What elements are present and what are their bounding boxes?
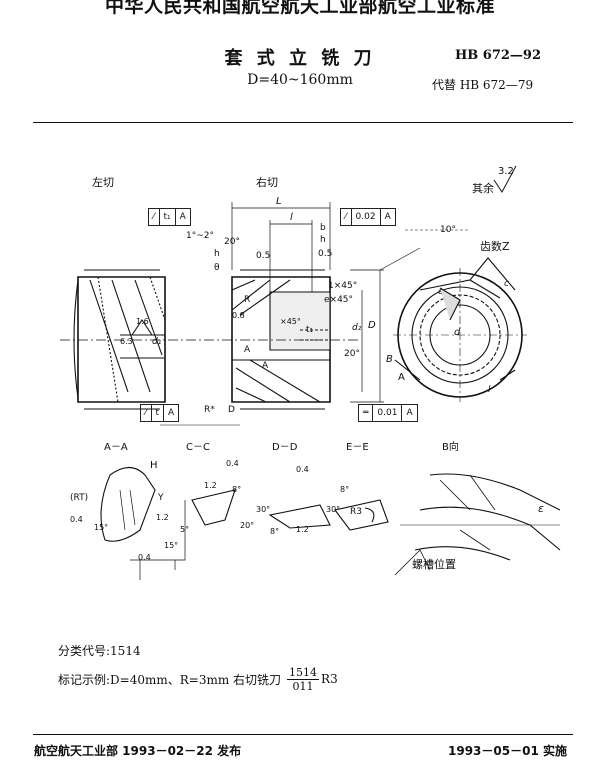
replaces-standard: 代替 HB 672—79 [432,78,534,92]
dim-D: D [368,320,376,331]
label-right-cut: 右切 [256,175,278,189]
val-R: R [244,295,250,305]
doc-subtitle: D=40~160mm [247,72,353,88]
teeth-count: 齿数Z [480,240,510,253]
marking-fraction: 1514 011 [287,665,320,693]
section-label-b-view: B向 [442,440,459,453]
dim-B: B [386,354,393,365]
effective-date: 1993－05－01 实施 [448,744,567,758]
section-label-d-d: D－D [272,442,298,453]
dim-c-right: c [504,279,509,289]
angle-20-top: 20° [224,237,240,247]
dim-c-end: c [438,287,443,297]
doc-title: 套 式 立 铣 刀 [224,48,376,69]
label-RT: (RT) [70,493,88,503]
label-A-body-1: A [244,345,251,355]
dim-d: d [454,327,461,338]
label-left-cut: 左切 [92,176,114,189]
angle-15-b: 15° [164,541,178,550]
org-title: 中华人民共和国航空航天工业部航空工业标准 [104,0,495,17]
section-label-e-e: E－E [346,442,369,453]
angle-5: 5° [180,525,189,534]
section-c-c [191,489,236,526]
angle-15-a: 15° [94,523,108,532]
angle-10: 10° [440,225,456,235]
marking-prefix: 标记示例:D=40mm、R=3mm 右切铣刀 [58,672,282,687]
left-cutter-outline [77,276,166,403]
dim-d2: d₂ [352,323,362,333]
angle-8-c: 8° [340,485,349,494]
roughness-rest-value: 3.2 [498,166,514,177]
dim-b: b [320,223,326,233]
flute-position: 螺槽位置 [412,557,456,571]
label-A-end: A [398,372,405,383]
angle-30-b: 30° [326,505,340,514]
section-d-d [268,504,331,529]
dim-x45: ×45° [280,317,301,326]
tolerance-frame-top-left: ⁄ t₁ A [148,208,191,226]
label-Y: Y [157,493,164,503]
dim-L: L [276,196,282,207]
label-l-bottom: l [488,385,491,395]
angle-theta: θ [214,263,220,273]
label-D-arrow: D [228,405,235,415]
tolerance-frame-bottom-left: ⁄ t A [140,404,180,422]
val-0-4-a: 0.4 [70,515,83,524]
roughness-rest: 其余 [472,181,494,195]
angle-20-body: 20° [344,349,360,359]
section-label-c-c: C－C [186,442,210,453]
standard-number: HB 672—92 [455,48,542,63]
val-0-5-a: 0.5 [256,251,270,261]
dim-h-top: h [214,249,220,259]
val-1-2-a: 1.2 [156,513,169,522]
dim-l: l [290,212,293,223]
val-0-4-b: 0.4 [138,553,151,562]
classification-code: 分类代号:1514 [58,644,141,658]
technical-drawing: 左切 右切 其余 3.2 齿数Z L l 1°~2° 20° h b h 0.5… [0,130,600,600]
val-0-4-c: 0.4 [226,459,239,468]
section-e-e [334,499,389,531]
label-H: H [150,460,158,471]
val-0-8: 0.8 [232,311,245,320]
marking-suffix: R3 [321,672,338,686]
tolerance-frame-bottom-right: ═ 0.01 A [358,404,418,422]
section-label-a-a: A－A [104,442,128,453]
view-b [414,473,561,561]
marking-denominator: 011 [292,679,314,693]
angle-1-2: 1°~2° [186,231,214,241]
dim-t1: t₁ [306,325,314,335]
dim-1x45: 1×45° [328,281,357,291]
dim-ex45: e×45° [324,295,353,305]
val-R-star: R* [204,405,215,415]
marking-example: 标记示例:D=40mm、R=3mm 右切铣刀 1514 011 R3 [58,662,338,696]
angle-30-a: 30° [256,505,270,514]
dim-d1: d₁ [152,337,162,347]
marking-numerator: 1514 [287,665,320,680]
val-6-3: 6.3 [120,337,133,346]
issue-date: 航空航天工业部 1993－02－22 发布 [34,744,242,758]
val-1-6: 1.6 [136,317,149,326]
val-R3: R3 [350,507,362,517]
val-0-4-d: 0.4 [296,465,309,474]
angle-8-a: 8° [232,485,241,494]
label-A-body-2: A [262,361,269,371]
dim-h-right: h [320,235,326,245]
angle-epsilon: ε [538,502,544,515]
angle-20-cc: 20° [240,521,254,530]
val-1-2-c: 1.2 [296,525,309,534]
section-a-a [100,466,156,542]
val-0-5-b: 0.5 [318,249,332,259]
footer-rule [33,734,573,735]
val-1-2-b: 1.2 [204,481,217,490]
tolerance-frame-top-right: ⁄ 0.02 A [340,208,396,226]
header-rule [33,122,573,123]
drawing-svg: 左切 右切 其余 3.2 齿数Z L l 1°~2° 20° h b h 0.5… [60,165,561,580]
angle-8-b: 8° [270,527,279,536]
